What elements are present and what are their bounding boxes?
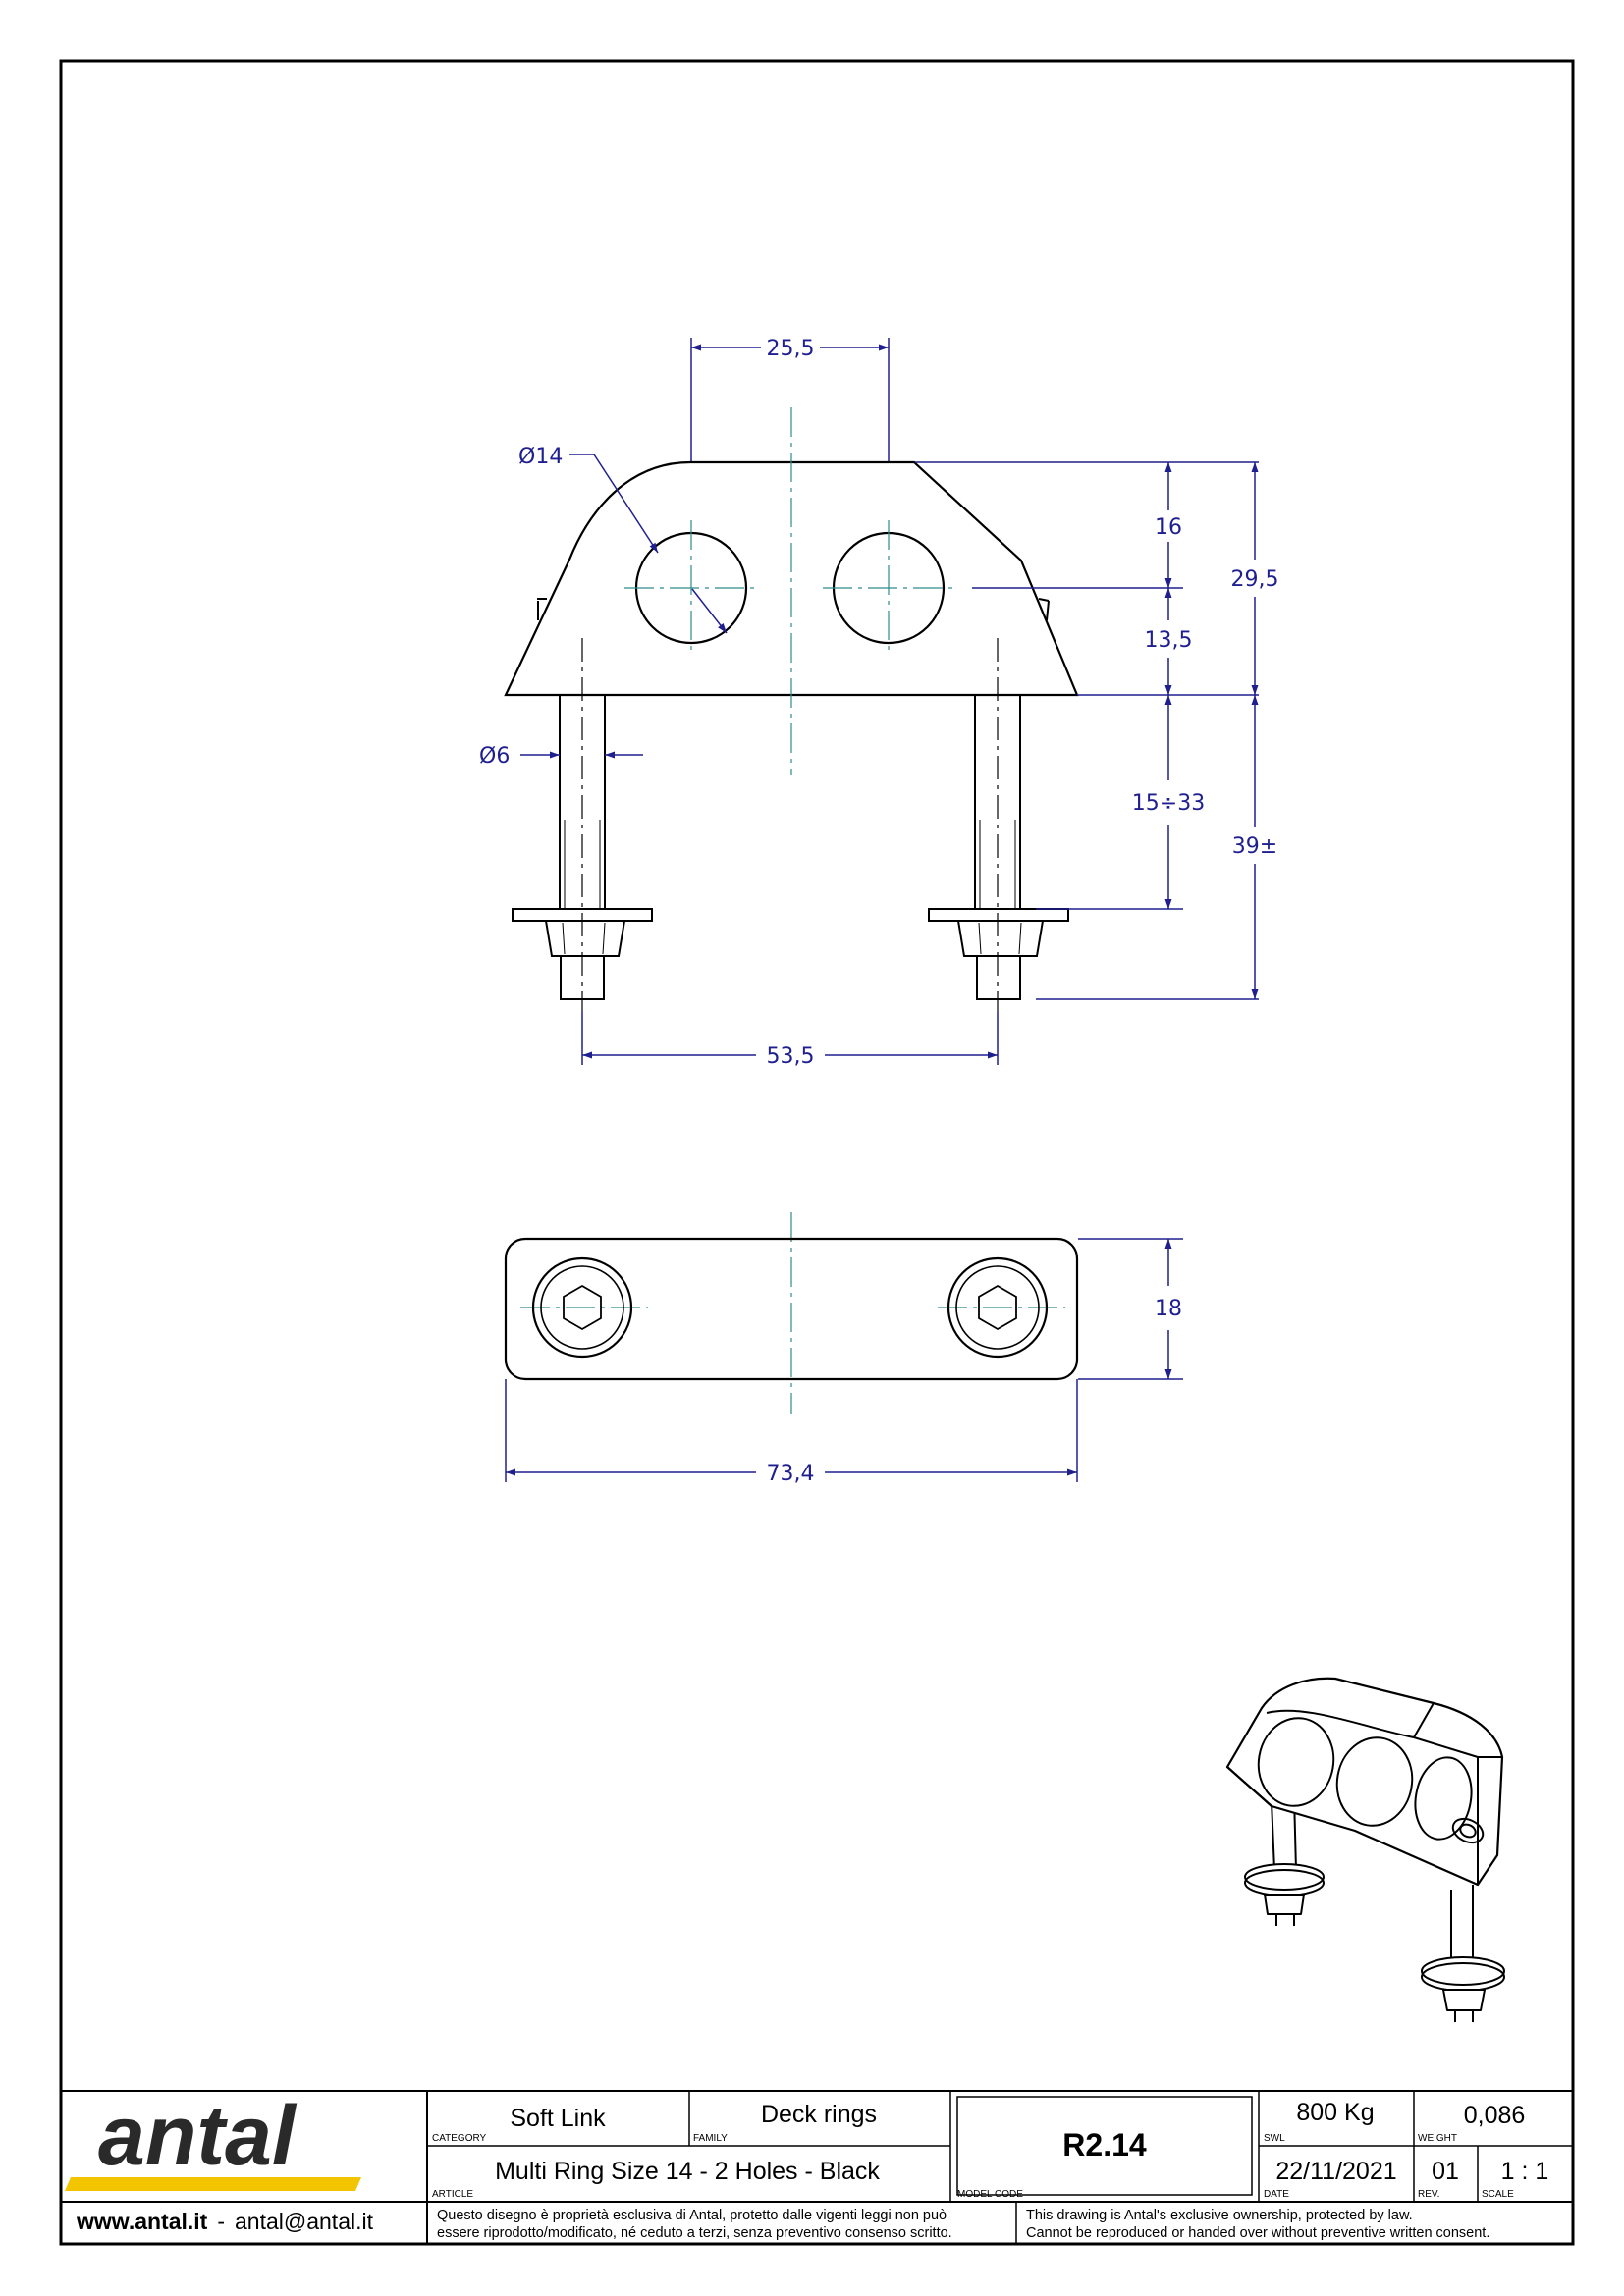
weight-label: WEIGHT <box>1418 2133 1457 2144</box>
isometric-view <box>1225 1677 1505 2022</box>
logo-underline-stripe <box>65 2177 361 2191</box>
dim-53-5: 53,5 <box>767 1044 815 1069</box>
rev-label: REV. <box>1418 2189 1439 2200</box>
antal-logo: antal <box>98 2089 298 2183</box>
swl-value: 800 Kg <box>1296 2099 1374 2126</box>
dim-39: 39± <box>1232 834 1277 859</box>
website-link[interactable]: www.antal.it <box>76 2209 208 2234</box>
note-italian-line-2: essere riprodotto/modificato, né ceduto … <box>437 2225 952 2241</box>
top-view-dimensions <box>505 1238 1183 1482</box>
note-english-line-1: This drawing is Antal's exclusive owners… <box>1026 2208 1413 2223</box>
scale-value: 1 : 1 <box>1501 2158 1549 2185</box>
dim-13-5: 13,5 <box>1145 628 1193 653</box>
dim-73-4: 73,4 <box>767 1462 815 1486</box>
title-block-lines <box>61 2090 1573 2244</box>
article-label: ARTICLE <box>432 2189 473 2200</box>
email-link[interactable]: antal@antal.it <box>235 2209 374 2234</box>
drawing-frame <box>59 59 1575 2246</box>
top-view <box>504 1237 1079 1381</box>
dim-18: 18 <box>1155 1297 1182 1321</box>
dim-15-33: 15÷33 <box>1132 791 1205 816</box>
centerlines <box>520 407 1065 1414</box>
swl-label: SWL <box>1264 2133 1285 2144</box>
dim-29-5: 29,5 <box>1231 567 1279 592</box>
dim-bolt-diameter: Ø6 <box>479 744 510 769</box>
category-label: CATEGORY <box>432 2133 487 2144</box>
dim-16: 16 <box>1155 515 1182 540</box>
article-value: Multi Ring Size 14 - 2 Holes - Black <box>495 2158 880 2185</box>
model-code-value: R2.14 <box>1062 2127 1147 2163</box>
family-value: Deck rings <box>761 2101 877 2128</box>
date-label: DATE <box>1264 2189 1289 2200</box>
date-value: 22/11/2021 <box>1275 2158 1396 2185</box>
note-italian-line-1: Questo disegno è proprietà esclusiva di … <box>437 2208 947 2223</box>
note-english-line-2: Cannot be reproduced or handed over with… <box>1026 2225 1489 2241</box>
category-value: Soft Link <box>510 2105 606 2132</box>
weight-value: 0,086 <box>1464 2102 1526 2129</box>
scale-label: SCALE <box>1482 2189 1514 2200</box>
dimension-lines <box>520 338 1259 1065</box>
contact-separator: - <box>217 2209 225 2234</box>
contact-line: www.antal.it-antal@antal.it <box>76 2209 374 2234</box>
model-code-label: MODEL CODE <box>957 2189 1023 2200</box>
bolt-axes <box>581 638 999 1011</box>
dim-hole-spacing: 25,5 <box>767 337 815 361</box>
dim-hole-diameter: Ø14 <box>518 445 563 469</box>
rev-value: 01 <box>1432 2158 1459 2185</box>
family-label: FAMILY <box>693 2133 728 2144</box>
